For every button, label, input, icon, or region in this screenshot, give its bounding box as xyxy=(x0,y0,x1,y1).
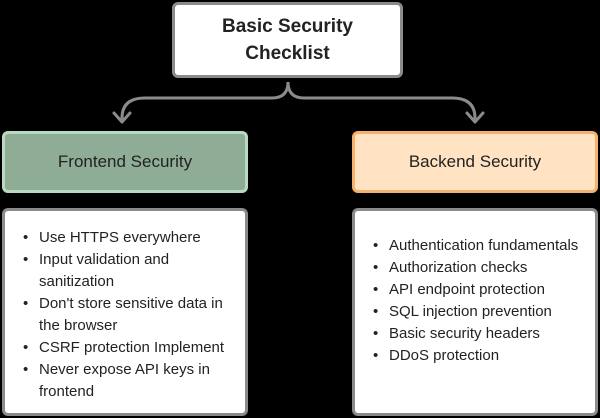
list-item: API endpoint protection xyxy=(373,279,593,301)
title-line-1: Basic Security xyxy=(222,16,353,37)
list-item: DDoS protection xyxy=(373,345,593,367)
frontend-checklist: Use HTTPS everywhere Input validation an… xyxy=(2,208,248,416)
list-item: Use HTTPS everywhere xyxy=(23,227,243,249)
arrowhead-right xyxy=(465,111,485,124)
backend-checklist: Authentication fundamentals Authorizatio… xyxy=(352,208,598,416)
title-box: Basic Security Checklist xyxy=(172,2,403,78)
connector-brace xyxy=(120,81,477,120)
frontend-security-header: Frontend Security xyxy=(2,131,248,193)
backend-security-header: Backend Security xyxy=(352,131,598,193)
title-line-2: Checklist xyxy=(245,43,330,64)
list-item: Input validation and sanitization xyxy=(23,249,243,293)
list-item: Never expose API keys in frontend xyxy=(23,359,243,403)
frontend-list: Use HTTPS everywhere Input validation an… xyxy=(23,227,243,403)
list-item: Authorization checks xyxy=(373,257,593,279)
list-item: Authentication fundamentals xyxy=(373,235,593,257)
list-item: Basic security headers xyxy=(373,323,593,345)
list-item: Don't store sensitive data in the browse… xyxy=(23,293,243,337)
backend-list: Authentication fundamentals Authorizatio… xyxy=(373,235,593,367)
frontend-heading: Frontend Security xyxy=(57,152,193,171)
backend-heading: Backend Security xyxy=(408,152,542,171)
list-item: SQL injection prevention xyxy=(373,301,593,323)
list-item: CSRF protection Implement xyxy=(23,337,243,359)
arrowhead-left xyxy=(112,111,132,124)
